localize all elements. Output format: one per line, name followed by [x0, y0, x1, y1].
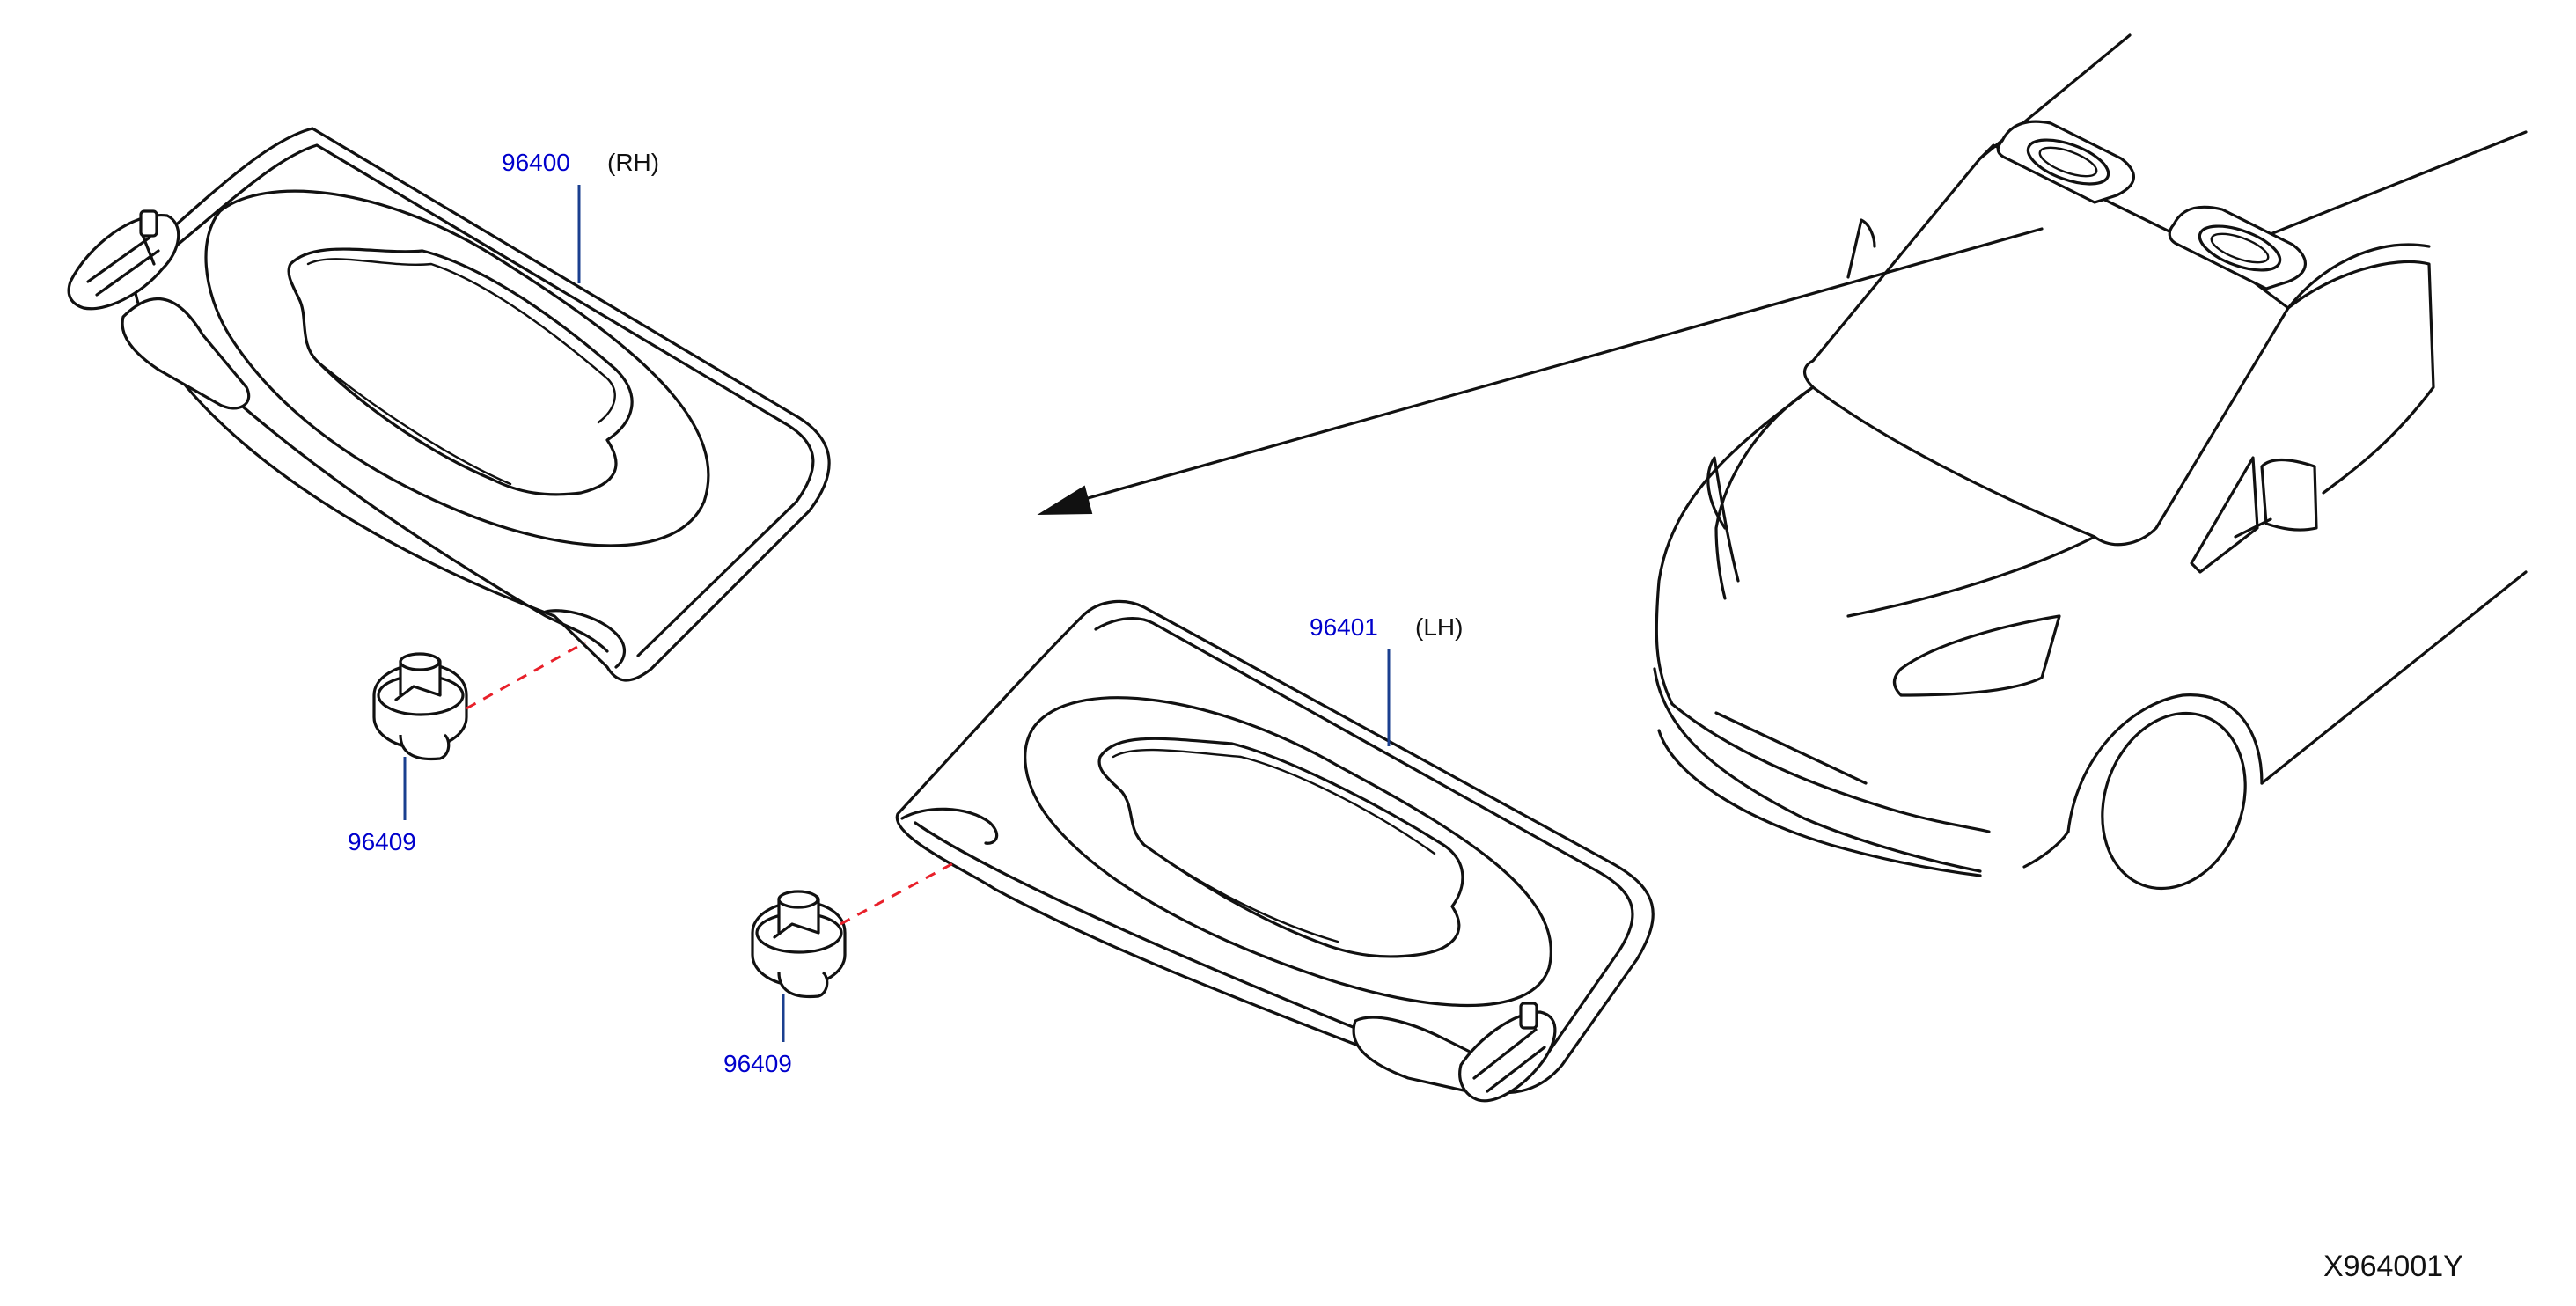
side-label-rh: (RH)	[607, 149, 659, 176]
sun-visor-rh[interactable]	[67, 127, 831, 682]
part-number-96409-bottom: 96409	[723, 1050, 792, 1077]
visor-holder-bottom[interactable]	[751, 890, 847, 999]
assembly-link-bottom	[840, 861, 956, 926]
visor-holder-top[interactable]	[372, 652, 468, 761]
part-number-96409-top: 96409	[348, 828, 416, 855]
part-number-96401: 96401	[1310, 613, 1378, 641]
part-number-96400: 96400	[502, 149, 570, 176]
vehicle-outline	[1653, 33, 2528, 891]
sun-visor-lh[interactable]	[895, 599, 1655, 1103]
assembly-link-top	[466, 641, 586, 710]
diagram-code: X964001Y	[2323, 1250, 2463, 1283]
side-label-lh: (LH)	[1415, 613, 1463, 641]
location-arrow	[1037, 227, 2044, 516]
